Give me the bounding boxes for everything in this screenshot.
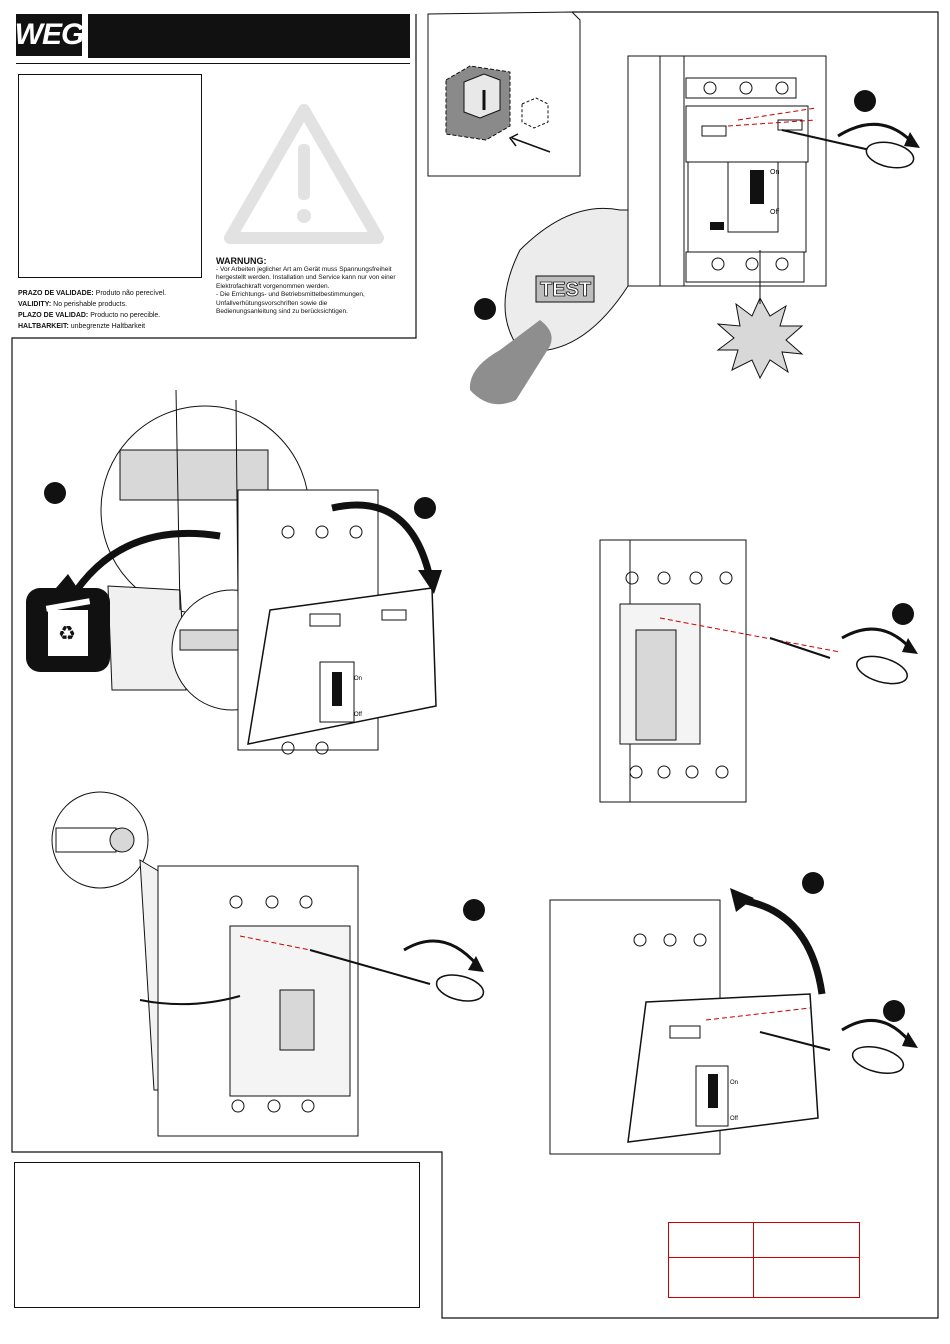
validity-text: Produto não perecível. bbox=[93, 290, 167, 297]
cover-removal-figure: On Off bbox=[56, 389, 442, 755]
on-label: On bbox=[354, 676, 362, 682]
validity-row: HALTBARKEIT: unbegrenzte Haltbarkeit bbox=[18, 321, 166, 332]
header-divider bbox=[16, 63, 410, 64]
step-marker bbox=[854, 90, 876, 112]
grid-divider-v bbox=[753, 1223, 754, 1297]
unpack-cube-figure bbox=[445, 65, 551, 153]
warning-triangle-icon bbox=[224, 104, 384, 244]
validity-label: PRAZO DE VALIDADE: bbox=[18, 290, 94, 297]
off-label: Off bbox=[354, 712, 362, 718]
svg-text:♻: ♻ bbox=[58, 621, 76, 645]
weg-logo: WEG bbox=[14, 14, 85, 56]
trip-unit-figure bbox=[599, 539, 918, 803]
warning-line: hergestellt werden. Installation und Ser… bbox=[216, 274, 396, 282]
validity-row: PLAZO DE VALIDAD: Producto no perecible. bbox=[18, 310, 166, 321]
step-marker bbox=[892, 603, 914, 625]
red-grid-table bbox=[668, 1222, 860, 1298]
breaker-test-figure: On Off TEST bbox=[469, 55, 920, 405]
warning-line: - Die Errichtungs- und Betriebsmittelbes… bbox=[216, 291, 365, 299]
test-label: TEST bbox=[540, 279, 591, 301]
validity-list: PRAZO DE VALIDADE: Produto não perecível… bbox=[18, 288, 166, 332]
step-marker bbox=[44, 482, 66, 504]
step-marker bbox=[474, 298, 496, 320]
logo-text: WEG bbox=[14, 18, 85, 51]
warning-title: WARNUNG: bbox=[216, 256, 267, 266]
warning-line: - Vor Arbeiten jeglicher Art am Gerät mu… bbox=[216, 266, 392, 273]
validity-row: VALIDITY: No perishable products. bbox=[18, 299, 166, 310]
blank-notes-box bbox=[14, 1162, 420, 1308]
warning-line: Bedienungsanleitung sind zu berücksichti… bbox=[216, 308, 348, 316]
validity-row: PRAZO DE VALIDADE: Produto não perecível… bbox=[18, 288, 166, 299]
cover-reinstall-figure: On Off bbox=[549, 888, 918, 1155]
validity-text: unbegrenzte Haltbarkeit bbox=[68, 323, 146, 330]
grid-divider-h bbox=[669, 1257, 859, 1258]
on-label: On bbox=[770, 169, 779, 176]
warning-line: Unfallverhütungsvorschriften sowie die bbox=[216, 299, 328, 307]
step-marker bbox=[802, 872, 824, 894]
validity-label: VALIDITY: bbox=[18, 301, 52, 308]
validity-label: HALTBARKEIT: bbox=[18, 323, 69, 330]
validity-text: Producto no perecible. bbox=[88, 312, 161, 319]
validity-label: PLAZO DE VALIDAD: bbox=[18, 312, 89, 319]
step-marker bbox=[463, 899, 485, 921]
on-label: On bbox=[730, 1080, 738, 1086]
off-label: Off bbox=[770, 209, 779, 216]
title-bar bbox=[88, 14, 410, 58]
warning-line: Elektrofachkraft vorgenommen werden. bbox=[216, 282, 330, 290]
warning-body: - Vor Arbeiten jeglicher Art am Gerät mu… bbox=[216, 266, 406, 316]
validity-text: No perishable products. bbox=[51, 301, 128, 308]
step-marker bbox=[414, 497, 436, 519]
recycle-bin-icon: ♻ bbox=[26, 588, 110, 672]
wiring-figure bbox=[51, 791, 485, 1137]
blank-info-box bbox=[18, 74, 202, 278]
off-label: Off bbox=[730, 1116, 738, 1122]
step-marker bbox=[883, 1000, 905, 1022]
